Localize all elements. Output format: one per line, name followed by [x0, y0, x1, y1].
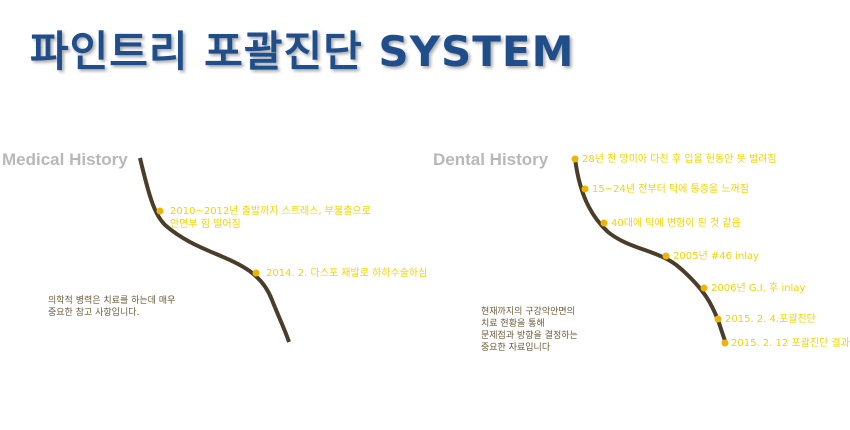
dental-event-label: 2015. 2. 4.포괄진단 — [725, 314, 816, 325]
medical-timeline-curve — [138, 157, 291, 343]
dental-timeline-curve — [573, 157, 728, 345]
medical-event-label: 2014. 2. 다스포 재발로 하하수술하심 — [266, 268, 428, 279]
medical-history-title: Medical History — [2, 150, 128, 169]
dental-event-dot — [714, 315, 722, 323]
dental-event-dot — [662, 252, 670, 260]
medical-event-label: 2010~2012년 출발까지 스트레스, 부불출으로 안면부 힘 떨어짐 — [170, 206, 371, 230]
medical-event-dot — [156, 207, 164, 215]
dental-event-label: 15~24년 전부터 턱에 통증을 느꺼짐 — [592, 184, 749, 195]
medical-event-dot — [252, 269, 260, 277]
dental-history-note: 현재까지의 구강악안면의 치료 현황을 통해 문제점과 방향을 결정하는 중요한… — [481, 307, 578, 353]
dental-event-label: 2006년 G.I. 후 inlay — [711, 283, 806, 294]
medical-history-note: 의학적 병력은 치료를 하는데 매우 중요한 참고 사항입니다. — [48, 296, 176, 318]
dental-event-label: 40대에 턱에 변형이 된 것 같음 — [611, 218, 741, 229]
dental-event-label: 28년 전 망미아 다친 후 입을 헌동안 못 벌려짐 — [582, 154, 777, 165]
dental-event-label: 2015. 2. 12 포괄진단 결과 — [731, 338, 850, 349]
dental-event-dot — [700, 284, 708, 292]
dental-event-dot — [581, 185, 589, 193]
dental-event-dot — [571, 155, 579, 163]
dental-event-dot — [600, 219, 608, 227]
page-title: 파인트리 포괄진단 SYSTEM — [30, 27, 575, 76]
dental-event-dot — [721, 339, 729, 347]
dental-history-title: Dental History — [433, 150, 549, 169]
dental-event-label: 2005년 #46 inlay — [673, 251, 760, 262]
